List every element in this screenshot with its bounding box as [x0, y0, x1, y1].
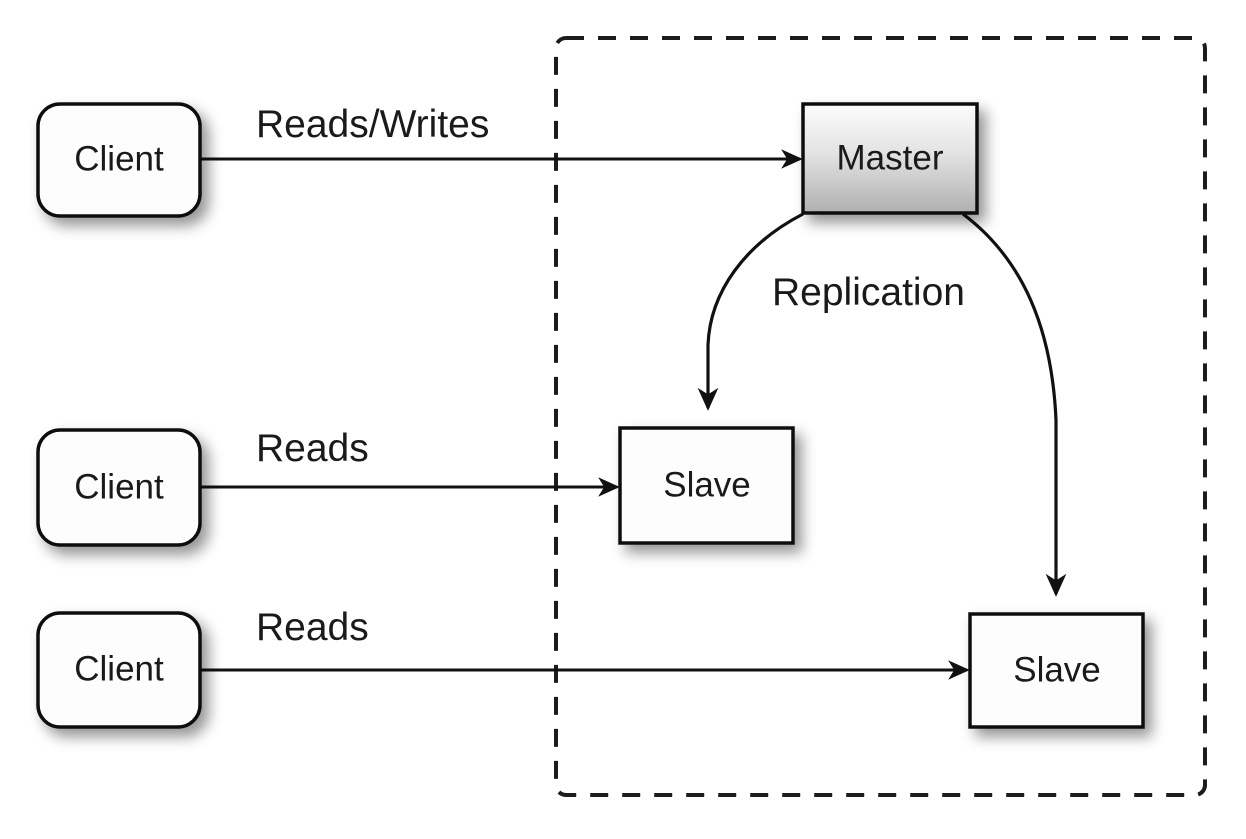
client-3-box[interactable] [36, 611, 202, 729]
edge-label-reads-slave1: Reads [256, 427, 369, 470]
client-2-label: Client [74, 467, 164, 506]
node-client-3[interactable]: Client [36, 611, 202, 729]
client-3-label: Client [74, 649, 164, 688]
slave-1-box[interactable] [618, 426, 795, 545]
node-client-2[interactable]: Client [36, 428, 202, 547]
edge-label-reads-writes: Reads/Writes [256, 103, 489, 146]
client-1-label: Client [74, 139, 164, 178]
node-master[interactable]: Master [801, 102, 979, 215]
client-2-box[interactable] [36, 428, 202, 547]
master-box[interactable] [801, 102, 979, 215]
edge-label-reads-slave2: Reads [256, 606, 369, 649]
node-client-1[interactable]: Client [36, 102, 202, 218]
slave-2-label: Slave [1013, 650, 1101, 689]
edge-master-to-slave1-replication [697, 212, 804, 411]
slave-2-box[interactable] [968, 612, 1145, 729]
client-1-box[interactable] [36, 102, 202, 218]
master-label: Master [837, 138, 944, 177]
edge-label-replication: Replication [772, 271, 965, 314]
edge-master-to-slave2-replication [962, 212, 1067, 597]
slave-1-label: Slave [663, 465, 751, 504]
node-slave-2[interactable]: Slave [968, 612, 1145, 729]
node-slave-1[interactable]: Slave [618, 426, 795, 545]
database-cluster-boundary [554, 36, 1207, 797]
